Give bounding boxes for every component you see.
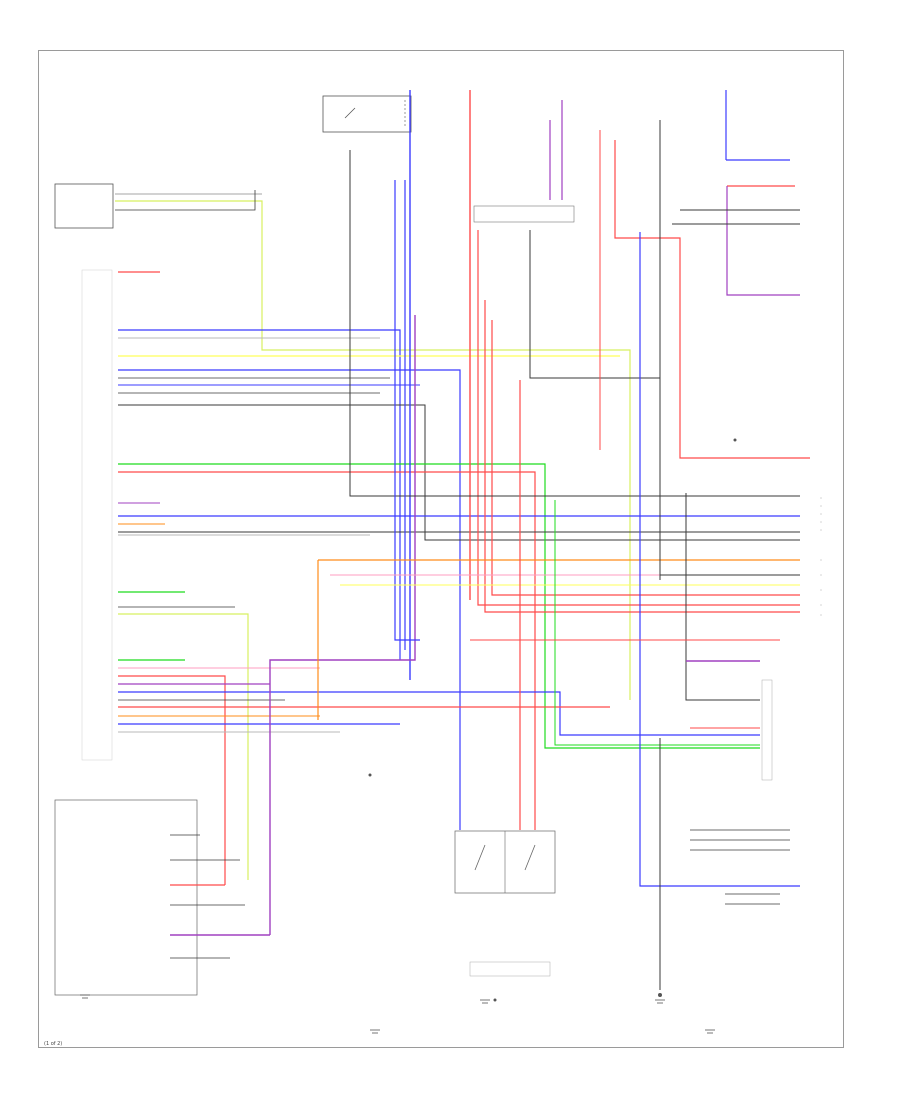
cruise-control-clutch-switch bbox=[54, 183, 114, 229]
output-speed-sensor-box bbox=[761, 679, 773, 781]
junction-block bbox=[473, 205, 575, 223]
ecm-connector-strip bbox=[81, 269, 113, 761]
diagram-reference-code: (1 of 2) bbox=[44, 1041, 62, 1047]
cruise-control-switch-box bbox=[54, 799, 198, 996]
brake-switch-box bbox=[469, 961, 551, 977]
main-relay bbox=[322, 95, 412, 133]
diagram-frame bbox=[38, 50, 844, 1048]
